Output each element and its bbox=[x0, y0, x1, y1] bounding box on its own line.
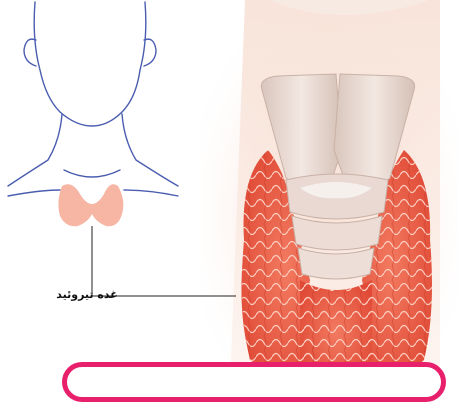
thyroid-gland-label: غده تیروئید bbox=[48, 288, 126, 301]
thyroid-illustration bbox=[0, 0, 458, 384]
small-thyroid-icon bbox=[58, 184, 123, 226]
head-outline bbox=[8, 2, 178, 196]
callout-frame bbox=[62, 362, 446, 402]
